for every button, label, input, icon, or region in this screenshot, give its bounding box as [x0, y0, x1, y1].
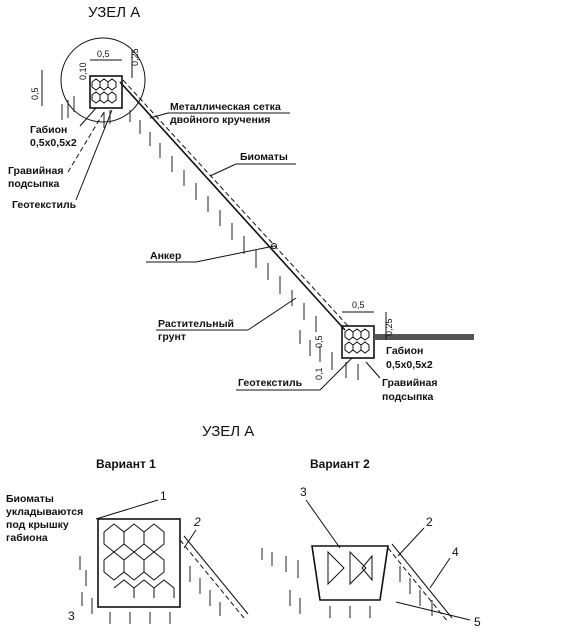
detail-circle [60, 37, 146, 123]
variant1-hatching [79, 556, 221, 624]
ground-strip [374, 334, 474, 340]
label-geotextile-bottom: Геотекстиль [238, 377, 303, 389]
dim-bot-left-05: 0,5 [314, 335, 324, 348]
variant2-slope [387, 547, 449, 623]
dim-top-010: 0,10 [78, 62, 88, 80]
variant1-gabion [97, 518, 181, 608]
dim-top-025: 0,25 [130, 48, 140, 66]
label-gravel-top-2: подсыпка [8, 178, 60, 190]
dim-bot-05: 0,5 [352, 300, 365, 310]
leader-gabion-top [79, 107, 97, 127]
leader-gravel-top [67, 111, 105, 173]
variant1-num-3: 3 [68, 609, 75, 623]
label-geotextile-top: Геотекстиль [12, 199, 77, 211]
label-mesh-2: двойного кручения [170, 114, 270, 126]
dim-top-left-05: 0,5 [30, 87, 40, 100]
bottom-title: УЗЕЛ А [202, 423, 254, 440]
label-anchor: Анкер [150, 250, 181, 262]
slope-hatching [61, 96, 317, 332]
dim-top-05: 0,5 [97, 49, 110, 59]
label-gravel-bottom-2: подсыпка [382, 391, 434, 403]
variant2-hatching [261, 548, 433, 618]
top-gabion [89, 75, 123, 109]
variant1-leader-1 [95, 499, 159, 520]
label-gabion-bottom-1: Габион [386, 345, 423, 357]
variant1-slope [179, 539, 245, 619]
dim-bot-left-01: 0,1 [314, 367, 324, 380]
label-soil-1: Растительный [158, 318, 234, 330]
top-title: УЗЕЛ А [88, 4, 140, 21]
variant2-num-5: 5 [474, 615, 481, 629]
label-gravel-bottom-1: Гравийная [382, 377, 437, 389]
anchor-point [271, 243, 277, 249]
variant2-num-4: 4 [452, 545, 459, 559]
variant1-note-1: Биоматы [6, 493, 54, 505]
label-gabion-top-1: Габион [30, 124, 67, 136]
variant1-note-4: габиона [6, 532, 48, 544]
label-biomats: Биоматы [240, 151, 288, 163]
variant1-title: Вариант 1 [96, 457, 156, 471]
slope-surface [119, 81, 346, 331]
label-gabion-top-2: 0,5х0,5х2 [30, 137, 77, 149]
bottom-hatching [299, 330, 359, 380]
leader-geotextile-top [75, 109, 113, 201]
variant2-num-3: 3 [300, 485, 307, 499]
bottom-gabion [341, 325, 375, 359]
label-gravel-top-1: Гравийная [8, 165, 63, 177]
variant1-num-2: 2 [193, 515, 201, 529]
variant1-note-2: укладываются [6, 506, 83, 518]
label-soil-2: грунт [158, 331, 186, 343]
label-gabion-bottom-2: 0,5х0,5х2 [386, 359, 433, 371]
label-mesh-1: Металлическая сетка [170, 101, 281, 113]
dim-bot-025: 0,25 [384, 318, 394, 336]
anchor-line [195, 245, 275, 263]
variant2-num-2: 2 [426, 515, 433, 529]
variant1-note-3: под крышку [6, 519, 69, 531]
variant2-title: Вариант 2 [310, 457, 370, 471]
variant1-num-1: 1 [160, 489, 167, 503]
variant2-gabion [311, 545, 389, 601]
